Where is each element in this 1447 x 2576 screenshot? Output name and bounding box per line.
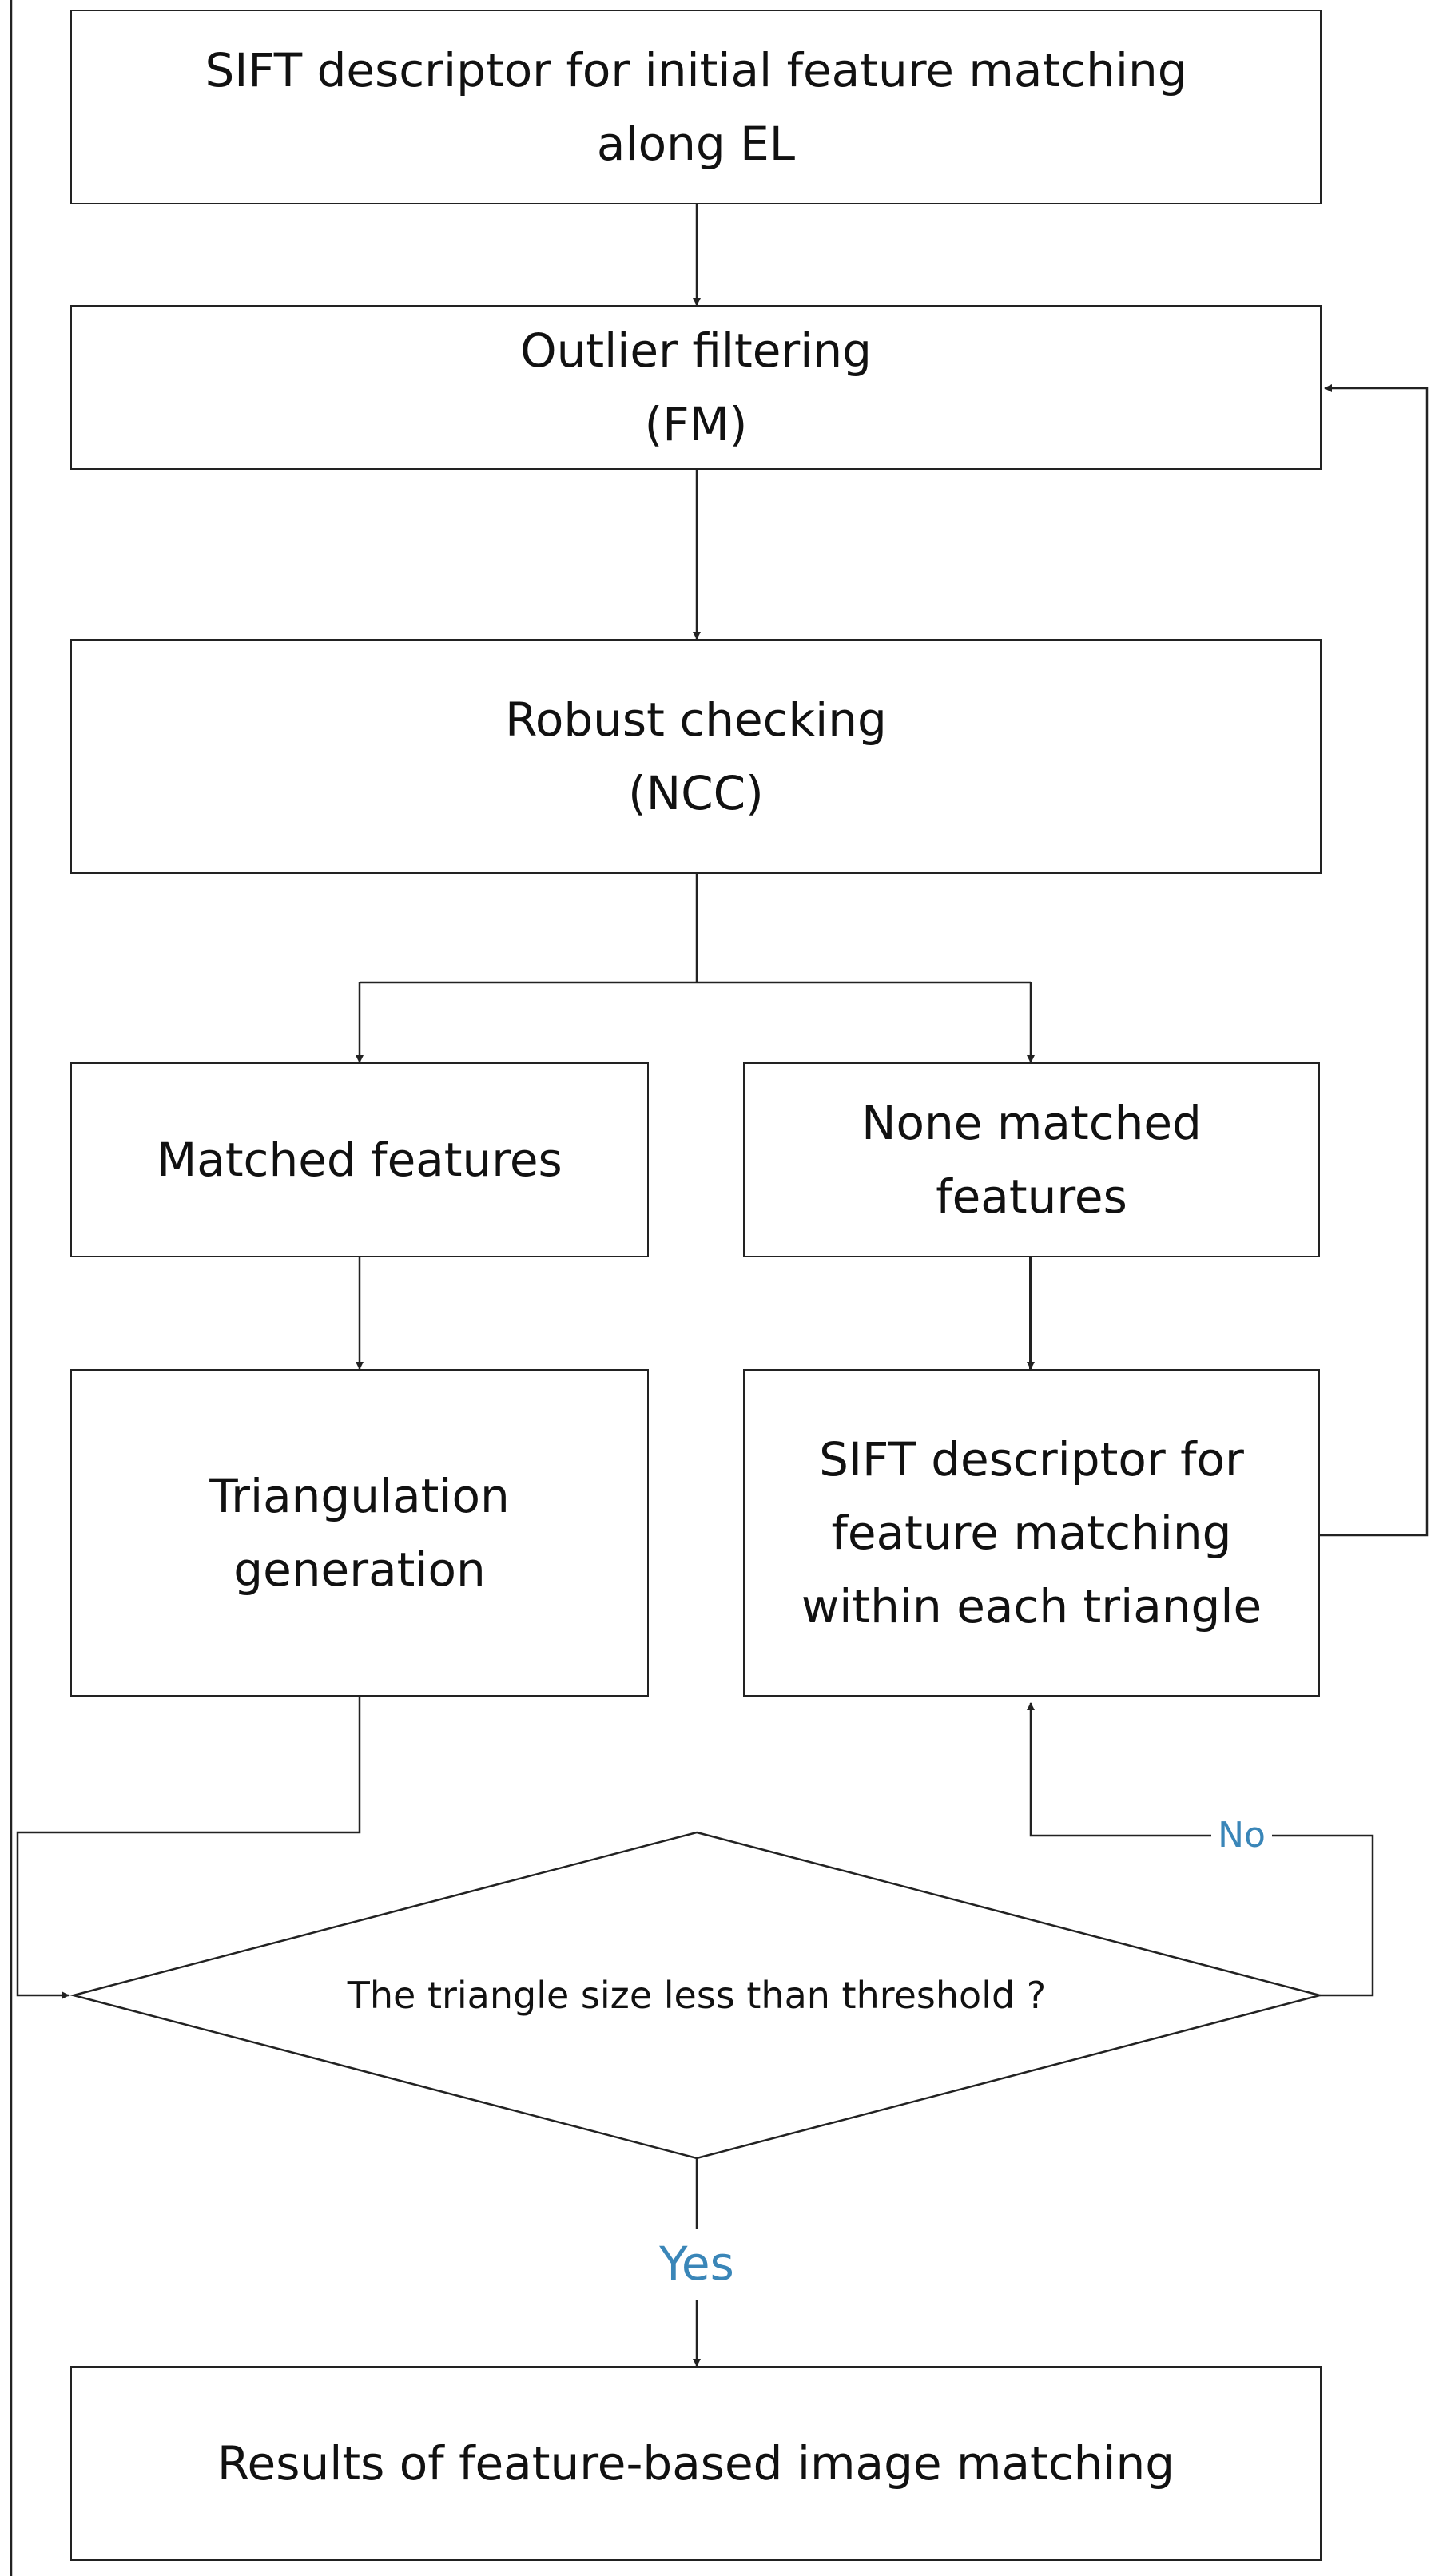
- node-outlier-line2: (FM): [644, 397, 748, 451]
- node-sift-within-triangle: SIFT descriptor for feature matching wit…: [743, 1369, 1320, 1697]
- node-robust-line2: (NCC): [628, 766, 764, 820]
- node-sift-triangle-line1: SIFT descriptor for: [819, 1432, 1244, 1486]
- node-sift-triangle-line3: within each triangle: [801, 1579, 1262, 1633]
- edge-no-right: [1272, 1834, 1374, 1997]
- edge-triangulation-to-decision: [16, 1697, 361, 1999]
- edge-label-yes: Yes: [659, 2237, 734, 2291]
- node-robust-checking: Robust checking (NCC): [70, 639, 1322, 874]
- node-none-matched-features: None matched features: [743, 1062, 1320, 1257]
- node-sift-initial: SIFT descriptor for initial feature matc…: [70, 10, 1322, 204]
- node-triangulation-line2: generation: [233, 1542, 486, 1597]
- node-matched-text: Matched features: [157, 1133, 563, 1187]
- node-results: Results of feature-based image matching: [70, 2366, 1322, 2561]
- node-none-matched-line2: features: [936, 1169, 1127, 1224]
- node-sift-triangle-line2: feature matching: [831, 1506, 1232, 1560]
- node-results-text: Results of feature-based image matching: [217, 2436, 1175, 2491]
- node-none-matched-line1: None matched: [861, 1096, 1202, 1150]
- node-matched-features: Matched features: [70, 1062, 649, 1257]
- edge-loop-to-outlier: [1318, 384, 1429, 1537]
- node-sift-initial-line1: SIFT descriptor for initial feature matc…: [205, 43, 1187, 97]
- node-outlier-line1: Outlier filtering: [520, 323, 872, 378]
- decision-diamond: [70, 1831, 1324, 2160]
- edge-label-no: No: [1218, 1815, 1266, 1856]
- decision-text: The triangle size less than threshold ?: [347, 1974, 1047, 2017]
- node-robust-line1: Robust checking: [505, 693, 887, 747]
- node-sift-initial-line2: along EL: [596, 117, 796, 171]
- edge-no-to-sift-triangle: [1027, 1702, 1211, 1837]
- node-triangulation-line1: Triangulation: [209, 1469, 510, 1523]
- node-triangulation-generation: Triangulation generation: [70, 1369, 649, 1697]
- node-outlier-filtering: Outlier filtering (FM): [70, 305, 1322, 470]
